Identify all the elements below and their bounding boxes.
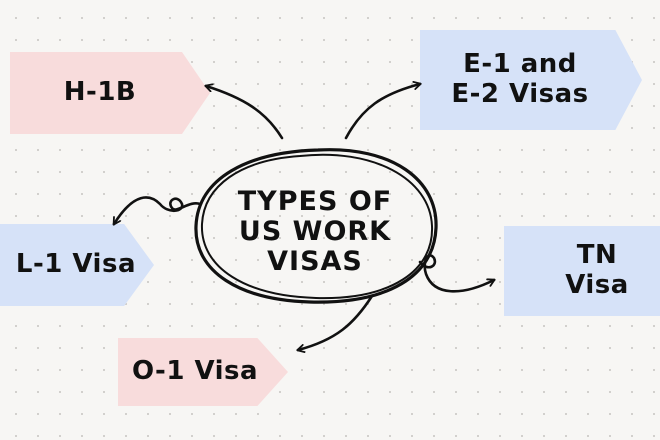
- node-e1e2-line2: E-2 Visas: [451, 79, 589, 109]
- node-e1e2-line1: E-1 and: [463, 49, 577, 80]
- node-o1-label: O-1 Visa: [131, 356, 259, 387]
- center-topic: TYPES OF US WORK VISAS: [200, 168, 430, 296]
- node-e1-e2-visas: E-1 and E-2 Visas: [420, 30, 642, 130]
- connector-tn: [418, 254, 494, 293]
- connector-h1b: [206, 86, 284, 140]
- connector-e1e2: [344, 84, 420, 140]
- node-tn-visa: TN Visa: [504, 226, 660, 316]
- connector-o1: [298, 294, 374, 350]
- center-topic-line1: TYPES OF: [237, 185, 393, 217]
- center-ellipse: [194, 148, 438, 304]
- node-o1-visa: O-1 Visa: [118, 338, 288, 406]
- node-l1-label: L-1 Visa: [15, 249, 136, 280]
- node-l1-visa: L-1 Visa: [0, 224, 154, 306]
- connector-l1: [112, 196, 202, 224]
- center-topic-line3: VISAS: [267, 246, 363, 278]
- node-tn-line2: Visa: [565, 270, 629, 300]
- center-ellipse-overstroke: [200, 153, 434, 300]
- node-h1b: H-1B: [10, 52, 210, 134]
- node-tn-line1: TN: [576, 240, 618, 271]
- center-topic-line2: US WORK: [238, 215, 392, 247]
- node-h1b-label: H-1B: [63, 77, 137, 108]
